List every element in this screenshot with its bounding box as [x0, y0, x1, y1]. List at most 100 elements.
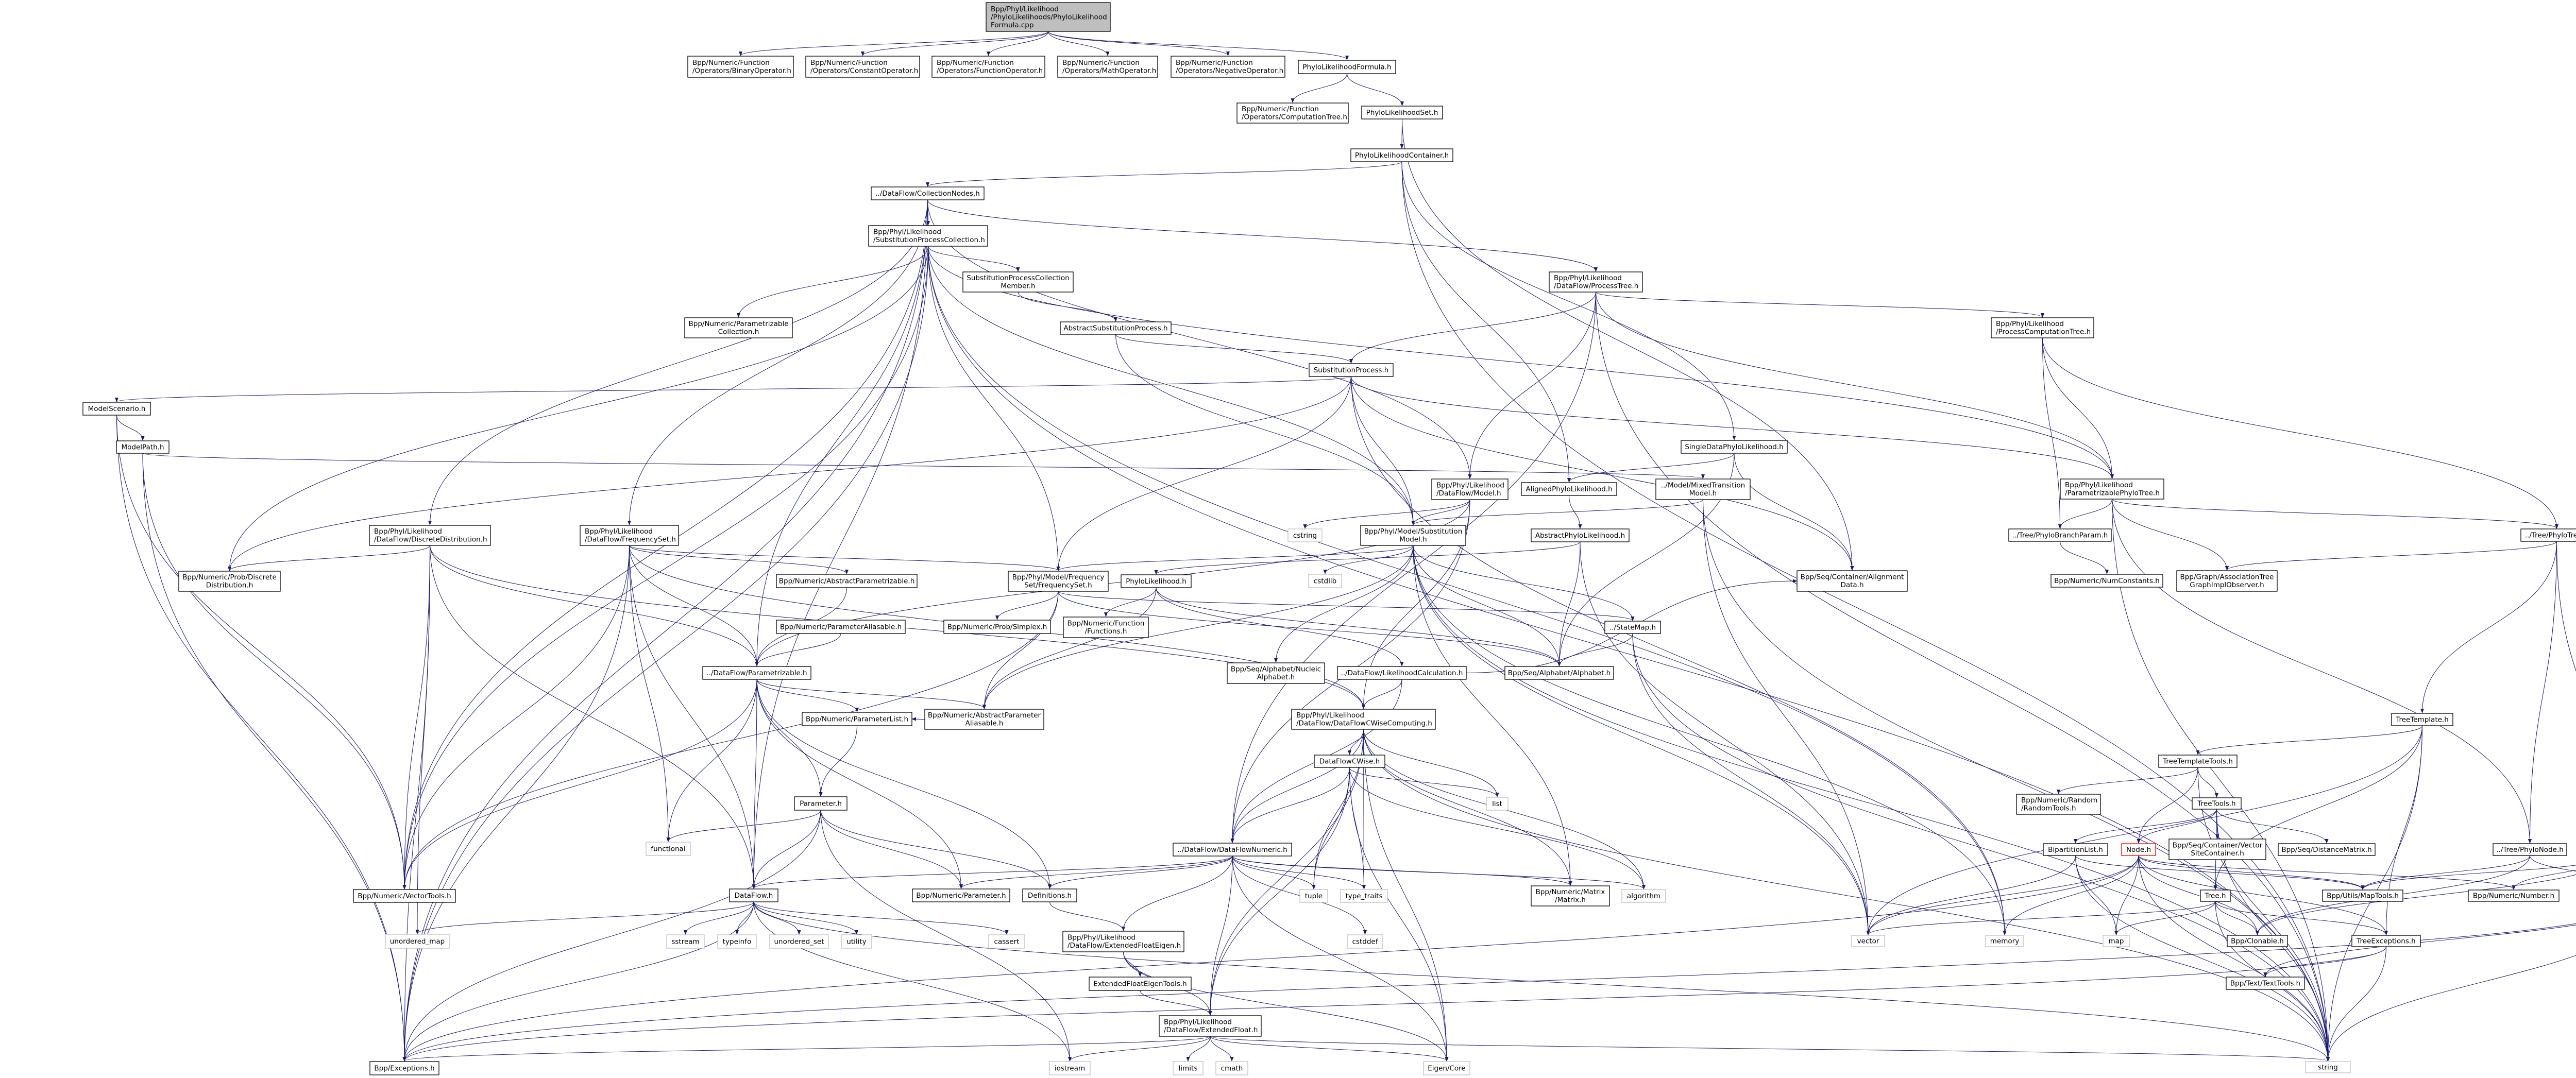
- graph-node-binop[interactable]: Bpp/Numeric/Function/Operators/BinaryOpe…: [687, 56, 794, 78]
- graph-node-unordered_set[interactable]: unordered_set: [769, 934, 829, 949]
- graph-node-phylotree[interactable]: ../Tree/PhyloTree.h: [2520, 528, 2576, 542]
- graph-node-cstddef[interactable]: cstddef: [1347, 934, 1383, 949]
- graph-node-pbp[interactable]: ../Tree/PhyloBranchParam.h: [2008, 528, 2112, 542]
- graph-node-extfloat[interactable]: Bpp/Phyl/Likelihood/DataFlow/ExtendedFlo…: [1159, 1015, 1262, 1037]
- graph-node-bipart[interactable]: BipartitionList.h: [2043, 843, 2108, 856]
- graph-node-dffreq[interactable]: Bpp/Phyl/Likelihood/DataFlow/FrequencySe…: [580, 525, 679, 546]
- graph-node-unordered_map[interactable]: unordered_map: [385, 934, 450, 949]
- graph-node-exceptions[interactable]: Bpp/Exceptions.h: [369, 1061, 439, 1075]
- graph-node-sstream[interactable]: sstream: [666, 934, 705, 949]
- graph-node-tuple[interactable]: tuple: [1299, 889, 1328, 903]
- graph-node-functional[interactable]: functional: [646, 842, 691, 856]
- graph-node-treeexc[interactable]: TreeExceptions.h: [2351, 935, 2421, 947]
- graph-node-list[interactable]: list: [1486, 797, 1509, 811]
- graph-node-number[interactable]: Bpp/Numeric/Number.h: [2468, 889, 2560, 902]
- graph-node-functions[interactable]: Bpp/Numeric/Function/Functions.h: [1063, 617, 1149, 638]
- graph-node-tree[interactable]: Tree.h: [2200, 889, 2231, 902]
- graph-node-simplex[interactable]: Bpp/Numeric/Prob/Simplex.h: [943, 620, 1051, 634]
- graph-node-sdpl[interactable]: SingleDataPhyloLikelihood.h: [1681, 440, 1788, 454]
- graph-node-matrix[interactable]: Bpp/Numeric/Matrix/Matrix.h: [1531, 885, 1610, 906]
- graph-node-treetemplate[interactable]: TreeTemplate.h: [2391, 713, 2453, 726]
- node-label: Bpp/Phyl/Likelihood: [1554, 274, 1622, 282]
- graph-node-treetools[interactable]: TreeTools.h: [2192, 797, 2242, 810]
- graph-node-plf[interactable]: PhyloLikelihoodFormula.h: [1298, 60, 1396, 74]
- graph-node-atgio[interactable]: Bpp/Graph/AssociationTreeGraphImplObserv…: [2176, 570, 2278, 592]
- graph-node-likcalc[interactable]: ../DataFlow/LikelihoodCalculation.h: [1337, 666, 1467, 680]
- graph-node-map[interactable]: map: [2103, 935, 2130, 947]
- graph-node-string[interactable]: string: [2305, 1061, 2351, 1073]
- graph-node-modelfreq[interactable]: Bpp/Phyl/Model/FrequencySet/FrequencySet…: [1008, 571, 1109, 592]
- graph-node-efe[interactable]: Bpp/Phyl/Likelihood/DataFlow/ExtendedFlo…: [1062, 931, 1184, 952]
- graph-node-cstring[interactable]: cstring: [1287, 528, 1323, 542]
- graph-node-pct[interactable]: Bpp/Phyl/Likelihood/ProcessComputationTr…: [1991, 317, 2094, 338]
- graph-node-spcoll[interactable]: Bpp/Phyl/Likelihood/SubstitutionProcessC…: [868, 225, 988, 247]
- graph-node-pl[interactable]: PhyloLikelihood.h: [1121, 574, 1192, 588]
- graph-node-maptools[interactable]: Bpp/Utils/MapTools.h: [2322, 889, 2403, 902]
- graph-node-utility[interactable]: utility: [841, 934, 872, 949]
- graph-node-typeinfo[interactable]: typeinfo: [717, 934, 757, 949]
- graph-node-cassert[interactable]: cassert: [988, 934, 1025, 949]
- edge-bipart-to-maptools: [2075, 855, 2365, 890]
- graph-node-mathop[interactable]: Bpp/Numeric/Function/Operators/MathOpera…: [1057, 56, 1158, 78]
- graph-node-definitions[interactable]: Definitions.h: [1022, 888, 1077, 902]
- graph-node-vector[interactable]: vector: [1851, 935, 1885, 947]
- graph-node-probdd[interactable]: Bpp/Numeric/Prob/DiscreteDistribution.h: [178, 571, 281, 592]
- graph-node-alphabet[interactable]: Bpp/Seq/Alphabet/Alphabet.h: [1504, 666, 1614, 680]
- graph-node-root[interactable]: Bpp/Phyl/Likelihood/PhyloLikelihoods/Phy…: [986, 2, 1111, 32]
- graph-node-tttools[interactable]: TreeTemplateTools.h: [2158, 755, 2238, 768]
- graph-node-cstdlib[interactable]: cstdlib: [1308, 574, 1342, 588]
- graph-node-constop[interactable]: Bpp/Numeric/Function/Operators/ConstantO…: [805, 56, 920, 78]
- graph-node-dfmodel[interactable]: Bpp/Phyl/Likelihood/DataFlow/Model.h: [1431, 478, 1509, 500]
- graph-node-dfdiscrete[interactable]: Bpp/Phyl/Likelihood/DataFlow/DiscreteDis…: [369, 525, 491, 546]
- graph-node-absparam[interactable]: Bpp/Numeric/AbstractParametrizable.h: [776, 574, 918, 588]
- graph-node-sp[interactable]: SubstitutionProcess.h: [1309, 363, 1394, 377]
- graph-node-vectortools[interactable]: Bpp/Numeric/VectorTools.h: [353, 889, 456, 903]
- graph-node-modelscen[interactable]: ModelScenario.h: [82, 402, 151, 416]
- graph-node-funcop[interactable]: Bpp/Numeric/Function/Operators/FunctionO…: [931, 56, 1045, 78]
- graph-node-clonable[interactable]: Bpp/Clonable.h: [2227, 935, 2288, 947]
- graph-node-dfcwc[interactable]: Bpp/Phyl/Likelihood/DataFlow/DataFlowCWi…: [1291, 709, 1436, 730]
- graph-node-type_traits[interactable]: type_traits: [1340, 889, 1388, 903]
- graph-node-comptree[interactable]: Bpp/Numeric/Function/Operators/Computati…: [1236, 102, 1349, 124]
- graph-node-plcont[interactable]: PhyloLikelihoodContainer.h: [1350, 148, 1453, 162]
- graph-node-parameter[interactable]: Parameter.h: [794, 796, 848, 811]
- graph-node-plset[interactable]: PhyloLikelihoodSet.h: [1361, 106, 1443, 119]
- graph-node-algorithm[interactable]: algorithm: [1621, 889, 1666, 903]
- graph-node-distmat[interactable]: Bpp/Seq/DistanceMatrix.h: [2278, 843, 2376, 856]
- graph-node-proctree[interactable]: Bpp/Phyl/Likelihood/DataFlow/ProcessTree…: [1549, 271, 1643, 293]
- graph-node-dfcwise[interactable]: DataFlowCWise.h: [1314, 755, 1385, 768]
- graph-node-random[interactable]: Bpp/Numeric/Random/RandomTools.h: [2016, 794, 2101, 815]
- graph-node-ppt[interactable]: Bpp/Phyl/Likelihood/ParametrizablePhyloT…: [2060, 478, 2164, 500]
- graph-node-statemap[interactable]: ../StateMap.h: [1604, 621, 1661, 634]
- graph-node-cmath[interactable]: cmath: [1215, 1061, 1248, 1075]
- graph-node-dfnumeric[interactable]: ../DataFlow/DataFlowNumeric.h: [1173, 843, 1292, 857]
- graph-node-eigen[interactable]: Eigen/Core: [1423, 1061, 1470, 1075]
- graph-node-phylonode[interactable]: ../Tree/PhyloNode.h: [2493, 843, 2567, 856]
- graph-node-limits[interactable]: limits: [1173, 1061, 1204, 1075]
- graph-node-paramlist[interactable]: Bpp/Numeric/ParameterList.h: [802, 712, 912, 726]
- graph-node-parametrizable[interactable]: ../DataFlow/Parametrizable.h: [702, 666, 811, 680]
- graph-node-colnodes[interactable]: ../DataFlow/CollectionNodes.h: [871, 186, 985, 200]
- graph-node-modelpath[interactable]: ModelPath.h: [116, 440, 170, 454]
- graph-node-efetools[interactable]: ExtendedFloatEigenTools.h: [1089, 977, 1192, 991]
- graph-node-numparam[interactable]: Bpp/Numeric/Parameter.h: [912, 888, 1010, 902]
- graph-node-apl[interactable]: AlignedPhyloLikelihood.h: [1521, 482, 1617, 496]
- graph-node-negop[interactable]: Bpp/Numeric/Function/Operators/NegativeO…: [1171, 56, 1285, 78]
- graph-node-dataflow[interactable]: DataFlow.h: [729, 888, 778, 902]
- graph-node-memory[interactable]: memory: [1985, 935, 2024, 947]
- graph-node-texttools[interactable]: Bpp/Text/TextTools.h: [2226, 977, 2305, 990]
- graph-node-node[interactable]: Node.h: [2121, 843, 2156, 856]
- graph-node-abssp[interactable]: AbstractSubstitutionProcess.h: [1060, 321, 1172, 335]
- graph-node-paramalias[interactable]: Bpp/Numeric/ParameterAliasable.h: [776, 620, 906, 634]
- graph-node-iostream[interactable]: iostream: [1049, 1061, 1091, 1075]
- graph-node-numconst[interactable]: Bpp/Numeric/NumConstants.h: [2050, 574, 2163, 588]
- graph-node-absPL[interactable]: AbstractPhyloLikelihood.h: [1531, 528, 1630, 542]
